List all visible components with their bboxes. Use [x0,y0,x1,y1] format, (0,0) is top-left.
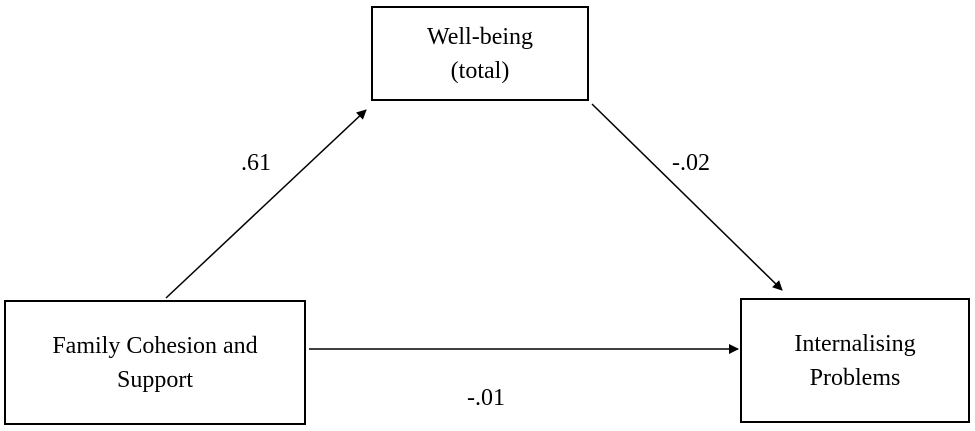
coefficient-a-label: .61 [241,150,271,176]
outcome-box: Internalising Problems [740,298,970,423]
outcome-label-line2: Problems [809,364,901,391]
arrow-predictor-to-mediator [165,109,367,299]
predictor-label-line2: Support [116,366,193,393]
mediator-label-line1: Well-being [426,23,534,50]
coefficient-c-prime-label: -.01 [467,385,505,411]
arrow-mediator-to-outcome [591,103,783,291]
predictor-box: Family Cohesion and Support [4,300,306,425]
predictor-label-line1: Family Cohesion and [52,332,258,359]
outcome-label-line1: Internalising [794,330,916,357]
mediator-box: Well-being (total) [371,6,589,101]
coefficient-b-label: -.02 [672,150,710,176]
mediator-label-line2: (total) [450,57,510,84]
